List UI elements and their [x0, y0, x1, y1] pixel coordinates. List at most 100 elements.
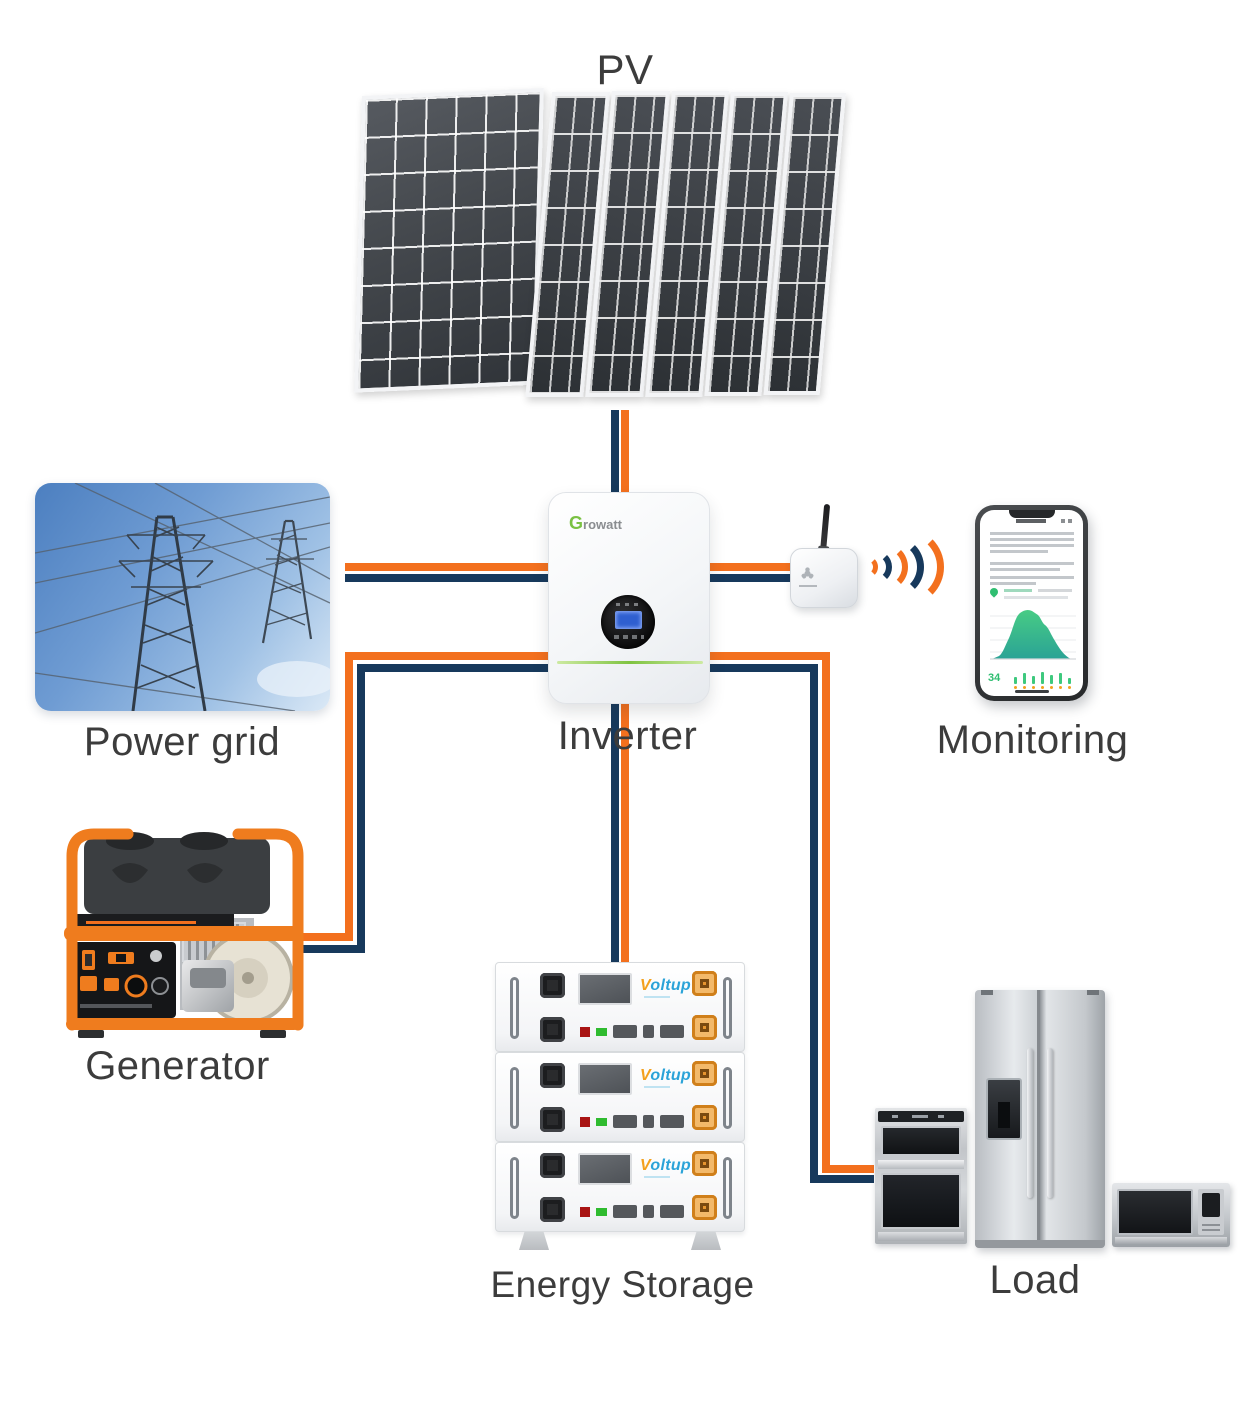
growatt-logo: Growatt [569, 513, 623, 533]
storage-foot [691, 1232, 721, 1250]
line-generator-vertical-navy [357, 664, 365, 953]
label-power-grid: Power grid [83, 720, 281, 764]
oven-control-strip [878, 1111, 964, 1122]
phone-home-indicator [1014, 690, 1049, 693]
app-text-line [990, 544, 1074, 547]
phone-screen: 34 [980, 510, 1083, 696]
module-handle [510, 1067, 519, 1129]
fridge-grille [975, 1240, 1105, 1248]
phone-temperature-value: 34 [988, 672, 1001, 684]
voltup-logo-subtext [644, 996, 670, 998]
indicator-bar [643, 1115, 654, 1128]
led-green [596, 1027, 607, 1036]
battery-connector-black [540, 1063, 565, 1088]
battery-led-row [580, 1205, 684, 1218]
line-generator-vertical-orange [345, 652, 353, 941]
label-monitoring: Monitoring [936, 718, 1129, 762]
voltup-logo-subtext [644, 1176, 670, 1178]
fridge-water-dispenser [986, 1078, 1022, 1140]
module-handle [510, 977, 519, 1039]
line-generator-horizontal-bottom-navy [303, 945, 365, 953]
label-energy-storage: Energy Storage [490, 1264, 755, 1305]
indicator-bar [660, 1115, 684, 1128]
line-inverter-storage-orange [621, 704, 629, 962]
voltup-logo-subtext [644, 1086, 670, 1088]
app-text-line [990, 582, 1036, 585]
wifi-datalogger-module [790, 548, 858, 608]
battery-module: Voltup [495, 1052, 745, 1142]
power-grid-photo [35, 483, 330, 711]
line-inverter-wifi-navy [708, 574, 792, 582]
line-inverter-wifi-orange [708, 563, 792, 571]
battery-lcd [578, 973, 632, 1005]
voltup-logo: Voltup [640, 1157, 691, 1174]
module-handle [510, 1157, 519, 1219]
led-red [580, 1116, 590, 1127]
fridge-handle [1027, 1048, 1033, 1198]
oven-base-band [878, 1232, 964, 1241]
line-inverter-storage-navy [611, 704, 619, 962]
voltup-logo: Voltup [640, 1067, 691, 1084]
battery-led-row [580, 1025, 684, 1038]
app-text-line [990, 550, 1048, 553]
oven-upper-window [881, 1126, 961, 1156]
line-generator-horizontal-top-navy [357, 664, 550, 672]
microwave [1112, 1183, 1230, 1247]
fridge-handle [1047, 1048, 1053, 1198]
indicator-bar [660, 1025, 684, 1038]
indicator-bar [643, 1025, 654, 1038]
battery-module: Voltup [495, 1142, 745, 1232]
battery-connector-black [540, 1017, 565, 1042]
module-handle [723, 1157, 732, 1219]
line-load-vertical-navy [810, 664, 818, 1183]
wifi-module-logo-icon [801, 567, 814, 580]
app-text-line [990, 576, 1074, 579]
microwave-control-panel [1198, 1189, 1224, 1235]
app-menu-dots [1061, 519, 1075, 523]
microwave-keypad [1202, 1193, 1220, 1217]
inverter-buttons [614, 635, 644, 639]
battery-led-row [580, 1115, 684, 1128]
battery-connector-orange [692, 1105, 717, 1130]
line-generator-horizontal-bottom-orange [303, 933, 353, 941]
energy-storage-stack: Voltup Voltup [495, 962, 745, 1250]
battery-lcd [578, 1153, 632, 1185]
wall-oven [875, 1108, 967, 1244]
line-pv-inverter-orange [621, 410, 629, 494]
line-load-vertical-orange [822, 652, 830, 1173]
led-red [580, 1026, 590, 1037]
battery-connector-black [540, 1107, 565, 1132]
led-red [580, 1206, 590, 1217]
line-pv-inverter-navy [611, 410, 619, 494]
monitoring-phone: 34 [975, 505, 1088, 701]
app-text-line [990, 562, 1074, 565]
app-text-line [990, 568, 1060, 571]
voltup-logo: Voltup [640, 977, 691, 994]
line-load-horizontal-bottom-orange [822, 1165, 874, 1173]
energy-production-chart [990, 609, 1076, 660]
storage-foot [519, 1232, 549, 1250]
led-green [596, 1207, 607, 1216]
inverter-lcd-screen [615, 611, 642, 629]
fridge-hinge [1087, 990, 1099, 995]
led-green [596, 1117, 607, 1126]
fridge-hinge [981, 990, 993, 995]
oven-middle-band [878, 1160, 964, 1169]
wifi-wave-icon [866, 528, 944, 606]
label-pv: PV [596, 46, 654, 93]
line-grid-inverter-orange [345, 563, 550, 571]
fridge-door-split [1037, 990, 1040, 1248]
app-title-placeholder [1016, 519, 1046, 523]
battery-connector-black [540, 1153, 565, 1178]
chart-legend-row [1004, 596, 1068, 599]
location-pin-icon [988, 586, 1000, 598]
microwave-buttons [1202, 1221, 1220, 1231]
chart-legend-green [1004, 589, 1032, 592]
transmission-towers-graphic [35, 483, 330, 711]
app-text-line [990, 538, 1074, 541]
inverter-display [601, 595, 655, 649]
indicator-bar [660, 1205, 684, 1218]
label-load: Load [989, 1258, 1081, 1302]
label-inverter: Inverter [557, 714, 698, 758]
